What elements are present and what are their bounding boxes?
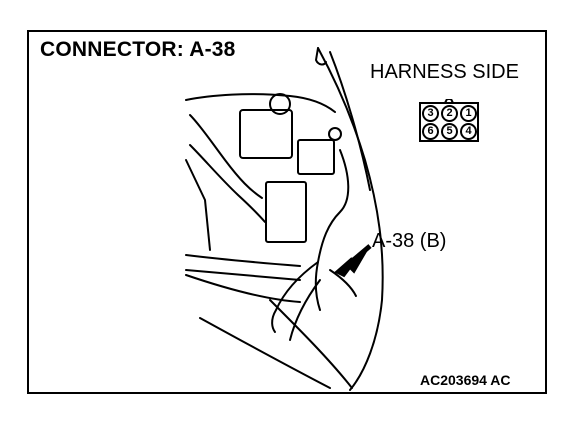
harness-branch-1 [271,261,319,333]
pin-4: 4 [460,123,477,140]
harness-branch-2 [289,279,321,341]
intake-duct [189,114,263,199]
pointer-line [342,244,372,270]
pin-3: 3 [422,105,439,122]
connector-pinout: 3 2 1 6 5 4 [419,99,481,143]
harness-top [315,47,327,66]
radiator-support [185,254,301,281]
main-harness [314,149,350,311]
washer-cap [328,127,342,141]
pin-5: 5 [441,123,458,140]
left-wall [185,159,211,251]
connector-callout-label: A-38 (B) [372,230,447,252]
pin-2: 2 [441,105,458,122]
hood-edge [317,47,384,391]
connector-title: CONNECTOR: A-38 [40,38,236,61]
bumper-outline [185,274,353,389]
reservoir-cap [269,93,291,115]
diagram-frame [27,30,547,394]
intake-duct-lower [189,144,266,223]
battery-box [239,109,293,159]
harness-side-label: HARNESS SIDE [370,61,519,83]
figure-code: AC203694 AC [420,372,511,388]
pin-6: 6 [422,123,439,140]
hood-inner-edge [329,51,371,191]
harness-branch-3 [329,269,357,297]
fuse-block [265,181,307,243]
relay-box [297,139,335,175]
pin-1: 1 [460,105,477,122]
bumper-lower [199,317,331,389]
connector-housing [419,99,479,142]
